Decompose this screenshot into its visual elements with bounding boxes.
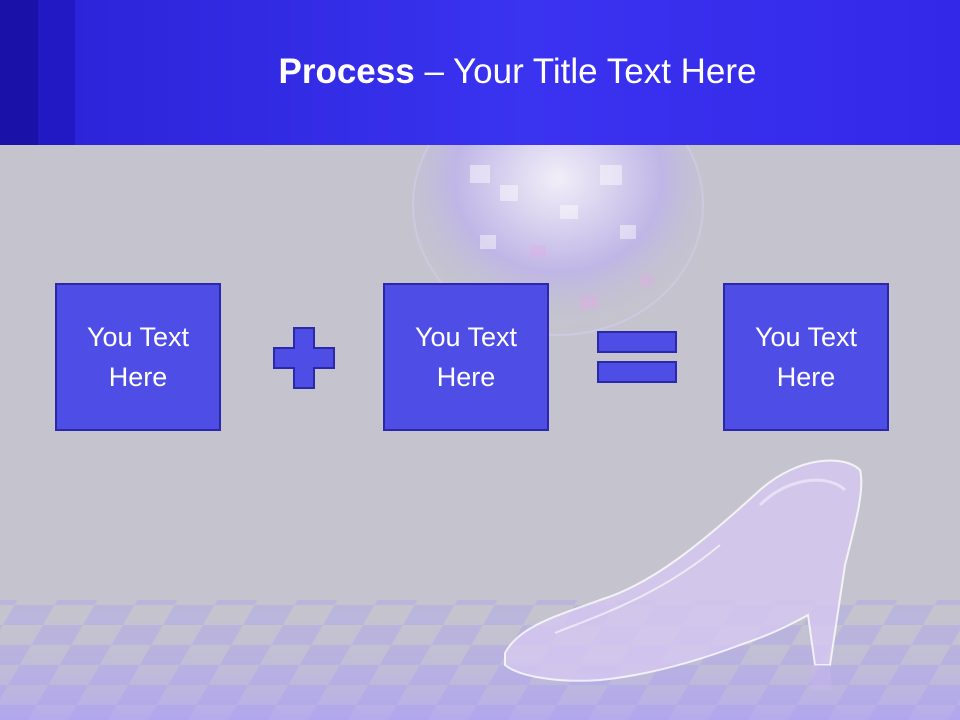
background-illustration (0, 145, 960, 720)
process-box-1: You Text Here (55, 283, 221, 431)
slide-title: Process – Your Title Text Here (278, 52, 757, 91)
header-stripes (0, 0, 75, 145)
glass-slipper-image (504, 459, 863, 690)
process-box-3-label: You Text Here (754, 322, 858, 392)
equals-icon (597, 331, 677, 383)
plus-icon (273, 327, 335, 389)
process-box-2: You Text Here (383, 283, 549, 431)
process-box-2-label: You Text Here (414, 322, 518, 392)
process-box-1-label: You Text Here (86, 322, 190, 392)
process-box-3: You Text Here (723, 283, 889, 431)
title-bar: Process – Your Title Text Here (0, 0, 960, 145)
